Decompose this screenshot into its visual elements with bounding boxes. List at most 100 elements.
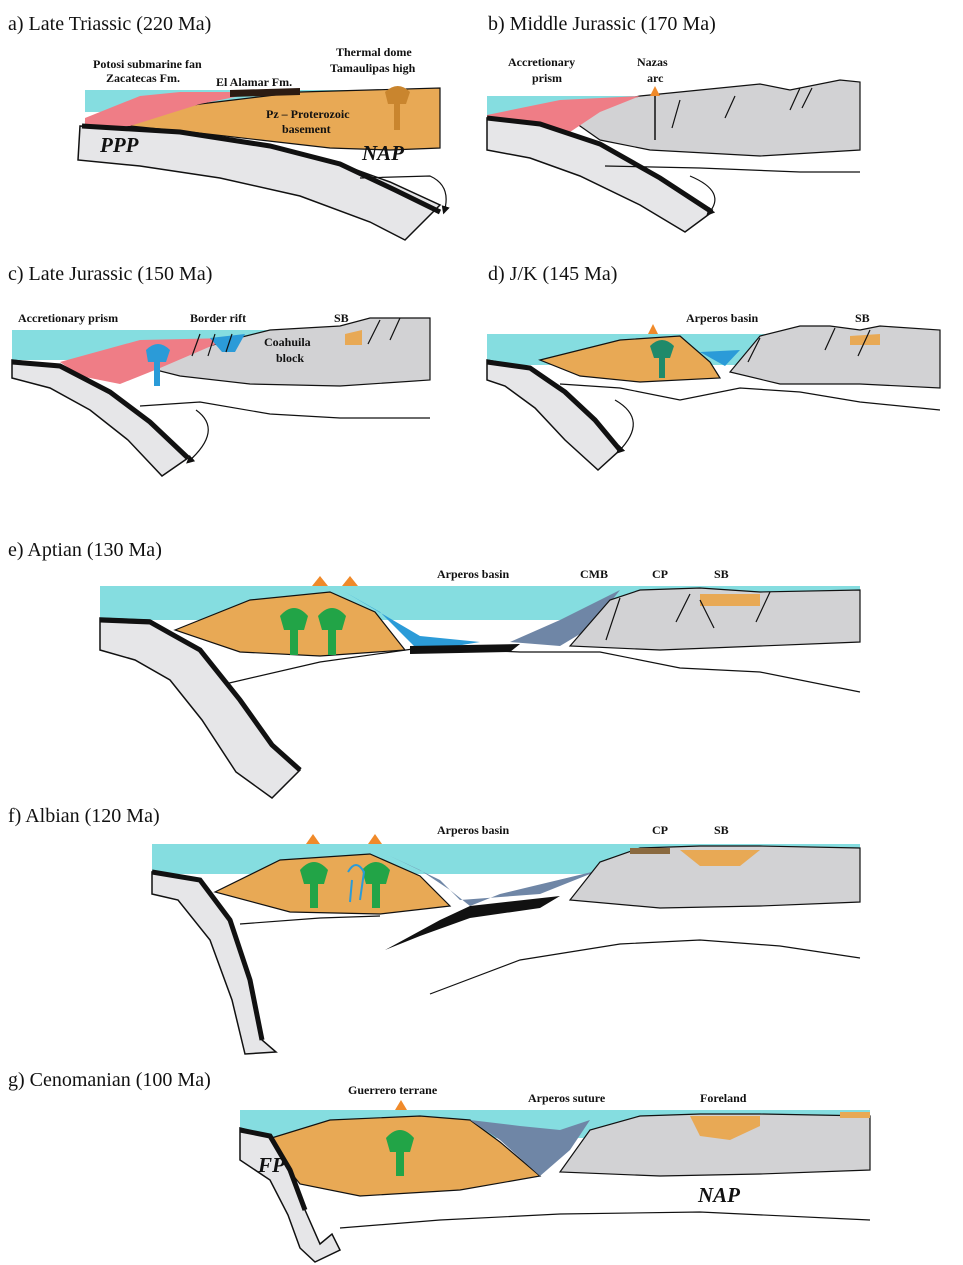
green-pluton-2: [318, 608, 346, 655]
sb-basin-fill: [345, 330, 362, 345]
slab-arrow: [359, 175, 450, 215]
faults: [191, 317, 401, 357]
label-sb: SB: [334, 311, 349, 325]
panel-d: d) J/K (145 Ma) Arperos basin SB: [486, 263, 941, 472]
lithosphere-base: [559, 383, 941, 411]
label-fp: FP: [257, 1153, 285, 1177]
volcanic-arc-crust: [538, 335, 722, 383]
trench-line: [151, 869, 265, 1041]
trench-line: [81, 123, 442, 215]
trench-line: [239, 1127, 308, 1211]
sb-basin-fill: [700, 594, 760, 606]
foreland-basin-fill-east: [840, 1112, 870, 1118]
border-rift-fill: [210, 334, 245, 352]
label-ppp: PPP: [99, 133, 139, 157]
trench-line: [486, 359, 622, 452]
panel-b-title: b) Middle Jurassic (170 Ma): [488, 13, 716, 35]
arperos-suture-slate: [470, 1120, 590, 1176]
lithosphere-base: [239, 915, 861, 995]
label-arperos-suture: Arperos suture: [528, 1091, 606, 1105]
label-block: block: [276, 351, 304, 365]
slate-sediments: [510, 590, 620, 646]
label-foreland: Foreland: [700, 1091, 747, 1105]
green-pluton-1: [280, 608, 308, 655]
green-pluton: [386, 1130, 414, 1176]
slab-arrow: [186, 409, 209, 464]
panel-g-title: g) Cenomanian (100 Ma): [8, 1069, 211, 1091]
lithosphere-base: [139, 401, 430, 419]
label-zacatecas-fm: Zacatecas Fm.: [106, 71, 180, 85]
faults: [671, 87, 813, 129]
label-thermal-dome: Thermal dome: [336, 45, 412, 59]
lithosphere-base: [604, 165, 860, 173]
label-arperos-basin: Arperos basin: [437, 567, 509, 581]
panel-e: e) Aptian (130 Ma) Arperos basin CMB CP …: [8, 539, 861, 799]
label-nap: NAP: [697, 1183, 740, 1207]
label-basement: basement: [282, 122, 331, 136]
lithosphere-base: [224, 647, 861, 693]
label-potosi-fan: Potosi submarine fan: [93, 57, 202, 71]
arc-volcano-2: [342, 576, 358, 586]
label-sb: SB: [714, 823, 729, 837]
label-pz-proterozoic: Pz – Proterozoic: [266, 107, 350, 121]
trench-line: [11, 359, 190, 460]
panel-g: g) Cenomanian (100 Ma) Guerrero terrane …: [8, 1069, 871, 1263]
trench-line: [99, 617, 302, 772]
arc-volcano: [395, 1100, 407, 1110]
label-cp: CP: [652, 823, 668, 837]
arc-volcano: [648, 324, 658, 334]
panel-c-title: c) Late Jurassic (150 Ma): [8, 263, 212, 285]
label-arc: arc: [647, 71, 664, 85]
arc-volcano-1: [312, 576, 328, 586]
oceanic-slab: [385, 896, 560, 950]
label-cp: CP: [652, 567, 668, 581]
backarc-blue-sediments: [345, 592, 480, 652]
panel-a: a) Late Triassic (220 Ma) Potosi submari…: [8, 13, 450, 241]
potosi-fan-wedge: [85, 92, 260, 126]
nazas-arc-volcano: [650, 86, 660, 96]
cp-platform: [630, 848, 670, 854]
label-sb: SB: [714, 567, 729, 581]
panel-e-title: e) Aptian (130 Ma): [8, 539, 162, 561]
label-arperos-basin: Arperos basin: [437, 823, 509, 837]
continental-crust: [568, 587, 861, 651]
panel-c: c) Late Jurassic (150 Ma) Accretionary p…: [8, 263, 431, 477]
label-nazas: Nazas: [637, 55, 668, 69]
el-alamar-fm: [230, 88, 300, 97]
accretionary-prism: [60, 338, 230, 384]
trench-line: [486, 115, 714, 215]
green-pluton-1: [300, 862, 328, 908]
panel-d-title: d) J/K (145 Ma): [488, 263, 617, 285]
continental-crust: [558, 1113, 871, 1177]
panel-b: b) Middle Jurassic (170 Ma) Accretionary…: [486, 13, 861, 233]
label-accretionary: Accretionary: [508, 55, 575, 69]
panel-f: f) Albian (120 Ma) Arperos basin CP SB: [8, 805, 861, 1055]
panel-a-title: a) Late Triassic (220 Ma): [8, 13, 211, 35]
continental-crust: [558, 79, 861, 157]
label-cmb: CMB: [580, 567, 608, 581]
panel-f-title: f) Albian (120 Ma): [8, 805, 160, 827]
arc-volcano-2: [368, 834, 382, 844]
sb-basin-fill: [680, 850, 760, 866]
green-pluton: [650, 340, 674, 378]
green-pluton-2: [362, 862, 390, 908]
label-border-rift: Border rift: [190, 311, 246, 325]
foreland-basin-fill: [690, 1116, 760, 1140]
label-sb: SB: [855, 311, 870, 325]
continental-crust: [728, 325, 941, 389]
arc-crust: [213, 853, 452, 915]
arc-volcano-1: [306, 834, 320, 844]
slate-sediments: [390, 856, 600, 906]
faults: [747, 327, 871, 363]
label-nap: NAP: [361, 141, 404, 165]
blue-feeders: [347, 864, 366, 903]
label-tamaulipas-high: Tamaulipas high: [330, 61, 416, 75]
arperos-basin-blue: [700, 350, 740, 366]
label-guerrero-terrane: Guerrero terrane: [348, 1083, 438, 1097]
thermal-dome: [385, 86, 410, 130]
slab-arrow: [689, 175, 716, 216]
faults: [605, 591, 771, 641]
slab-arrow: [614, 399, 634, 454]
blue-pluton: [146, 344, 170, 386]
